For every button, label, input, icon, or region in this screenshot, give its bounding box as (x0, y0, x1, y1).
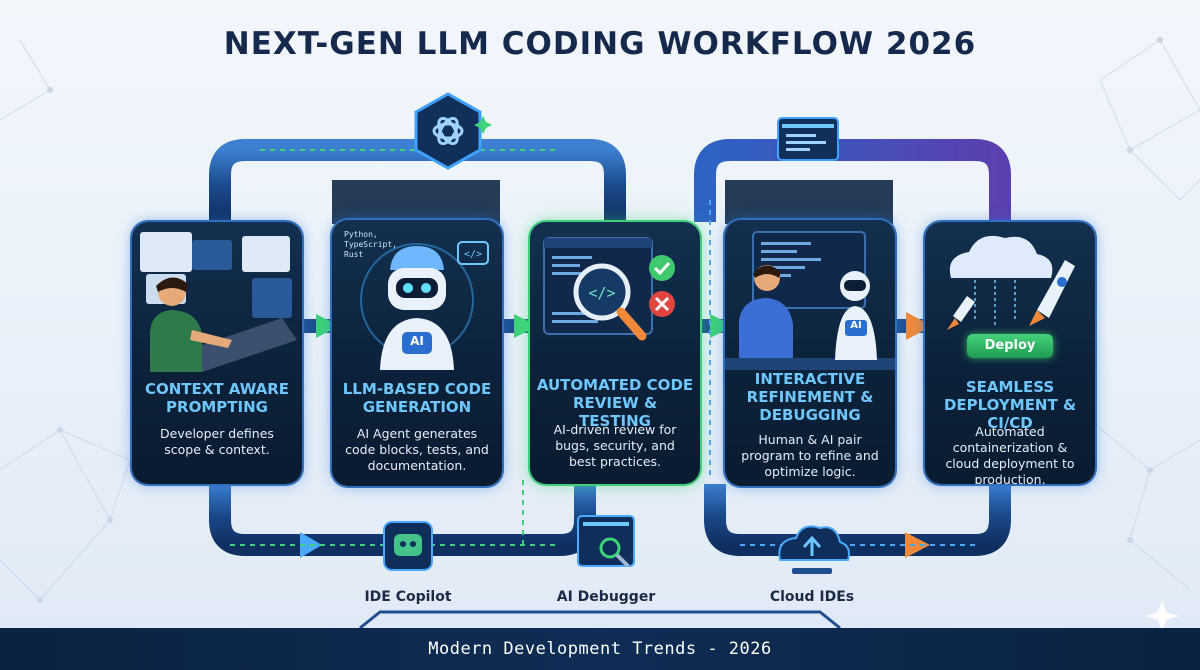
svg-text:</>: </> (464, 249, 482, 260)
svg-text:</>: </> (588, 284, 615, 302)
gear-magnifier-icon (577, 515, 635, 568)
robot-chip-icon (383, 521, 433, 571)
human-ai-pair-illustration (725, 231, 895, 370)
step-card-deployment: Deploy SEAMLESS DEPLOYMENT & CI/CD Autom… (925, 222, 1095, 484)
deploy-button[interactable]: Deploy (967, 334, 1053, 358)
step-card-context-prompting: CONTEXT AWARE PROMPTING Developer define… (132, 222, 302, 484)
step-card-code-generation: </> Python, TypeScript, Rust AI LLM-BASE… (332, 220, 502, 486)
tool-label-cloud-ides: Cloud IDEs (769, 589, 855, 605)
step-description: Human & AI pair program to refine and op… (741, 432, 879, 479)
developer-keyboard-illustration (140, 232, 297, 372)
language-list: Python, TypeScript, Rust (344, 230, 397, 259)
step-title: CONTEXT AWARE PROMPTING (144, 380, 290, 416)
step-description: Developer defines scope & context. (160, 426, 274, 457)
step-description: AI-driven review for bugs, security, and… (553, 422, 677, 469)
step-title: INTERACTIVE REFINEMENT & DEBUGGING (746, 370, 874, 424)
footer-text: Modern Development Trends - 2026 (428, 639, 772, 659)
step-description: AI Agent generates code blocks, tests, a… (345, 426, 489, 473)
code-window-icon (777, 117, 839, 161)
step-title: LLM-BASED CODE GENERATION (342, 380, 492, 416)
ai-badge: AI (410, 334, 424, 348)
step-title: AUTOMATED CODE REVIEW & TESTING (536, 376, 694, 430)
openai-hex-icon (414, 92, 482, 170)
tool-label-ide-copilot: IDE Copilot (364, 589, 452, 605)
tool-label-ai-debugger: AI Debugger (556, 589, 656, 605)
cloud-upload-icon (778, 525, 850, 574)
step-description: Automated containerization & cloud deplo… (945, 424, 1075, 484)
step-card-code-review: </> AUTOMATED CODE REVIEW & TESTING AI-d… (530, 222, 700, 484)
code-review-magnifier-illustration: </> (543, 237, 675, 341)
page-title: NEXT-GEN LLM CODING WORKFLOW 2026 (223, 26, 977, 62)
ai-robot-illustration: </> (360, 241, 489, 370)
step-card-refinement: AI INTERACTIVE REFINEMENT & DEBUGGING Hu… (725, 220, 895, 486)
step-title: SEAMLESS DEPLOYMENT & CI/CD (943, 378, 1077, 432)
ai-badge: AI (850, 320, 862, 331)
cloud-rocket-illustration (947, 235, 1075, 330)
footer-banner: Modern Development Trends - 2026 (0, 628, 1200, 670)
